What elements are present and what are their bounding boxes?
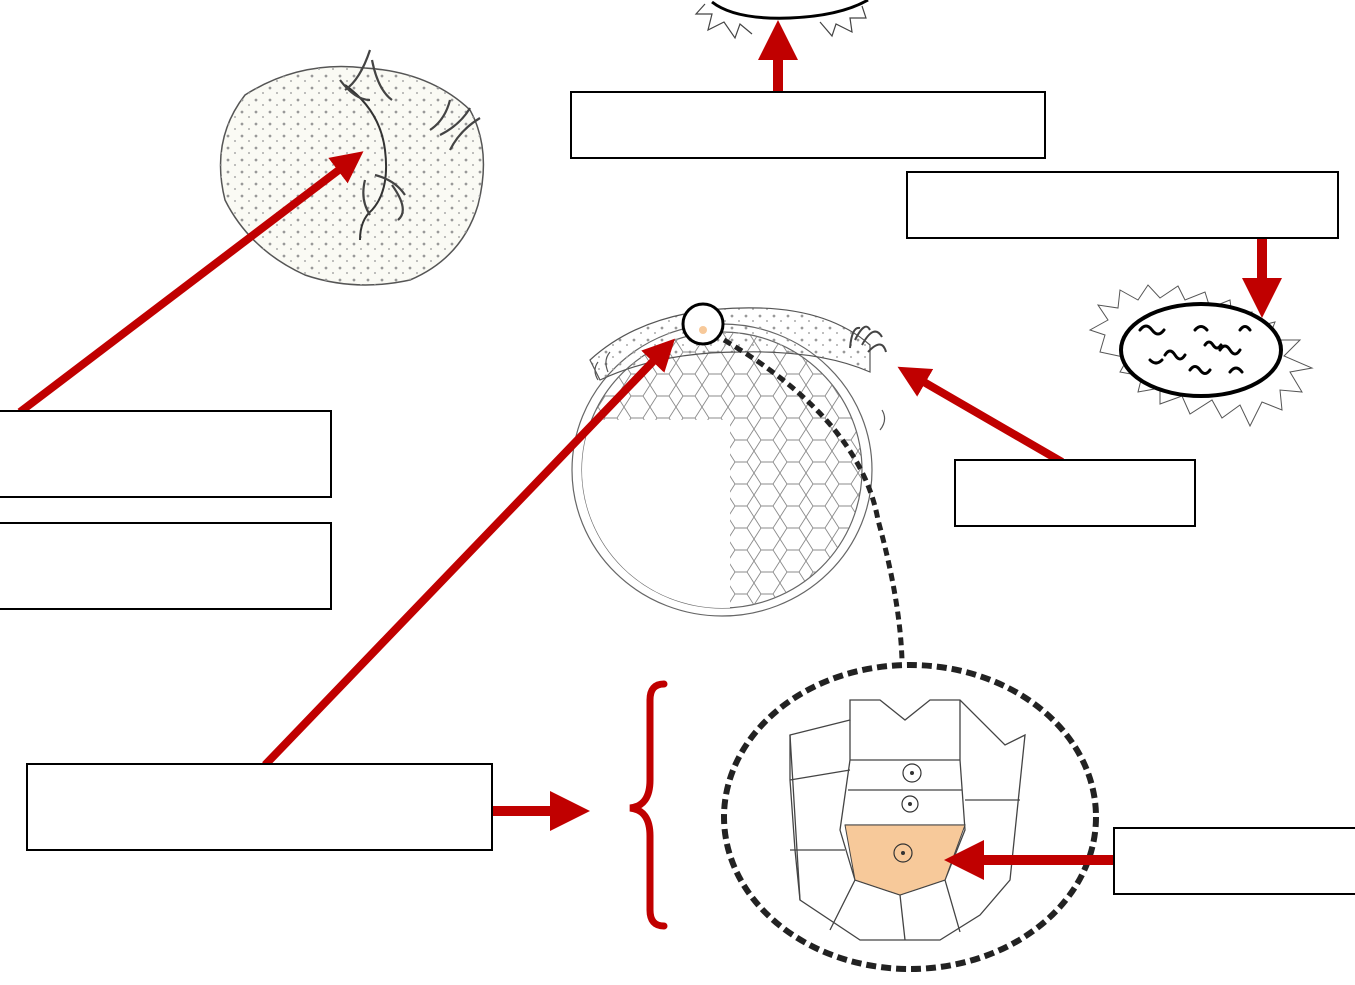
spore-right-illustration bbox=[1088, 284, 1314, 428]
arrow-to-antheridia bbox=[897, 366, 1065, 466]
label-box-left-upper[interactable] bbox=[0, 410, 332, 498]
label-box-left-lower[interactable] bbox=[0, 522, 332, 610]
label-box-topright[interactable] bbox=[906, 171, 1339, 239]
zoom-leader-line bbox=[722, 337, 905, 661]
label-box-bottom[interactable] bbox=[26, 763, 493, 851]
arrow-to-archegonium bbox=[262, 338, 675, 768]
label-box-bottom-right[interactable] bbox=[1113, 827, 1355, 895]
prothallus-illustration bbox=[219, 49, 485, 286]
label-box-mid-right[interactable] bbox=[954, 459, 1196, 527]
spore-central-illustration bbox=[571, 302, 887, 617]
label-box-top[interactable] bbox=[570, 91, 1046, 159]
arrow-to-prothallus bbox=[17, 151, 364, 416]
spore-top-illustration bbox=[694, 0, 869, 40]
bracket bbox=[629, 680, 668, 930]
magnified-view-illustration bbox=[721, 662, 1099, 972]
